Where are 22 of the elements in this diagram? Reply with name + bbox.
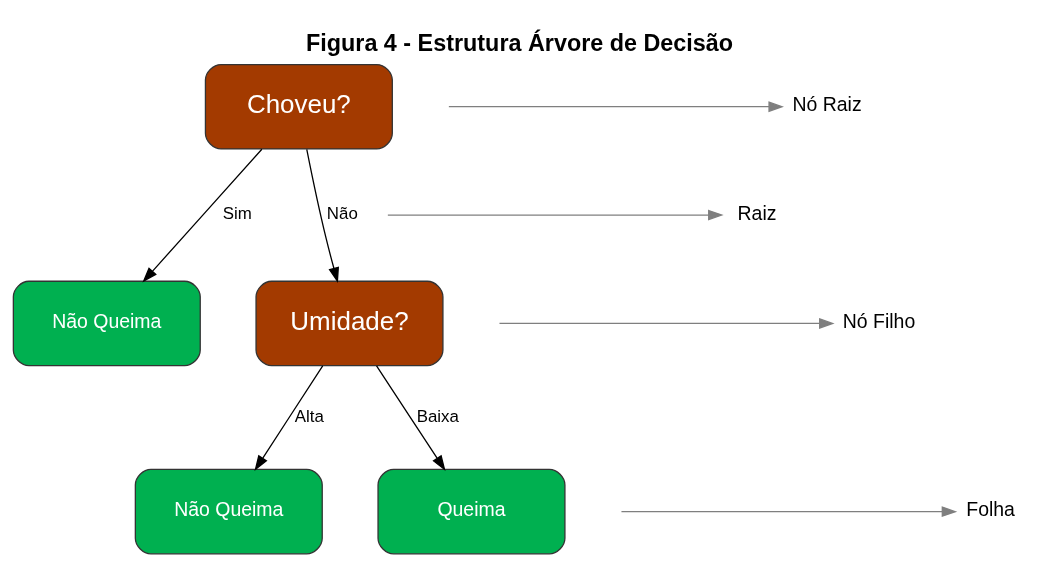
node-box: Não Queima xyxy=(12,280,201,367)
arrow xyxy=(620,506,958,518)
arrow xyxy=(254,365,324,471)
node-box: Queima xyxy=(377,468,566,555)
edge-label: Sim xyxy=(222,204,252,224)
edge-label: Baixa xyxy=(416,406,459,426)
arrow xyxy=(306,148,340,283)
node-box: Choveu? xyxy=(204,63,393,150)
edge-label: Não xyxy=(326,204,358,224)
node-text: Raiz xyxy=(737,201,777,224)
node-text: Nó Raiz xyxy=(792,93,862,116)
arrow xyxy=(375,365,446,471)
arrow xyxy=(387,209,724,221)
node-text: Folha xyxy=(966,498,1015,521)
node-box: Umidade? xyxy=(255,280,444,367)
diagram-title: Figura 4 - Estrutura Árvore de Decisão xyxy=(306,29,734,56)
node-box: Não Queima xyxy=(134,468,323,555)
edge-label: Alta xyxy=(294,406,324,426)
arrow xyxy=(142,148,263,283)
arrow xyxy=(448,101,784,113)
arrow xyxy=(498,318,835,329)
node-text: Nó Filho xyxy=(842,309,916,332)
